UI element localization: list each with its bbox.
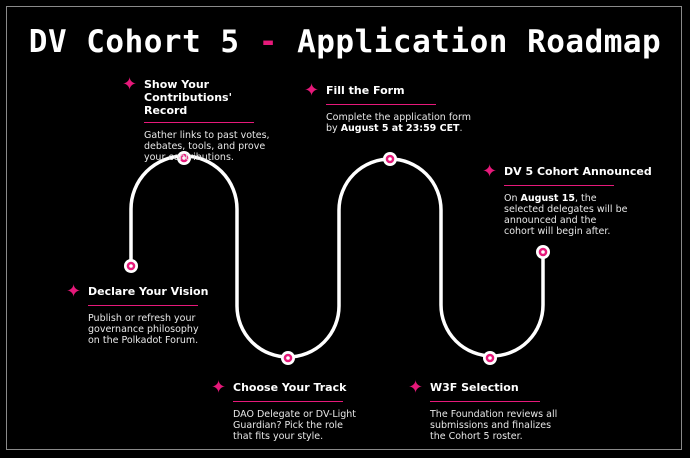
node-declare <box>124 259 138 273</box>
sparkle-icon: ✦ <box>304 80 320 101</box>
step-divider <box>88 305 198 306</box>
step-fill-form: ✦ Fill the Form Complete the application… <box>304 80 484 135</box>
step-description: DAO Delegate or DV-Light Guardian? Pick … <box>233 409 357 442</box>
title-dash: - <box>258 24 278 60</box>
sparkle-icon: ✦ <box>211 377 227 398</box>
road-line <box>129 154 545 359</box>
step-divider <box>326 104 436 105</box>
title-sub: Application Roadmap <box>297 24 662 60</box>
node-announced <box>536 245 550 259</box>
step-label: DV 5 Cohort Announced <box>504 165 652 178</box>
step-label: W3F Selection <box>430 381 519 394</box>
step-choose-track: ✦ Choose Your Track DAO Delegate or DV-L… <box>211 377 381 443</box>
step-label: Choose Your Track <box>233 381 347 394</box>
node-contributions <box>177 151 191 165</box>
step-declare-vision: ✦ Declare Your Vision Publish or refresh… <box>66 281 236 347</box>
step-description: Complete the application form by August … <box>326 112 471 134</box>
step-label: Declare Your Vision <box>88 285 209 298</box>
outer-frame <box>6 6 682 450</box>
node-selection <box>483 351 497 365</box>
title-main: DV Cohort 5 <box>28 24 240 60</box>
step-label: Show Your Contributions' Record <box>144 78 232 117</box>
step-description: Publish or refresh your governance philo… <box>88 313 199 346</box>
step-description: On August 15, the selected delegates wil… <box>504 193 628 237</box>
step-divider <box>504 185 614 186</box>
node-form <box>383 152 397 166</box>
node-track <box>281 351 295 365</box>
step-label: Fill the Form <box>326 84 405 97</box>
step-contributions-record: ✦ Show Your Contributions' Record Gather… <box>122 74 292 164</box>
page-title: DV Cohort 5 - Application Roadmap <box>0 24 690 60</box>
step-cohort-announced: ✦ DV 5 Cohort Announced On August 15, th… <box>482 161 662 238</box>
step-description: The Foundation reviews all submissions a… <box>430 409 558 442</box>
step-description: Gather links to past votes, debates, too… <box>144 130 270 163</box>
sparkle-icon: ✦ <box>66 281 82 302</box>
sparkle-icon: ✦ <box>482 161 498 182</box>
step-divider <box>144 122 254 123</box>
step-w3f-selection: ✦ W3F Selection The Foundation reviews a… <box>408 377 578 443</box>
sparkle-icon: ✦ <box>122 74 138 95</box>
sparkle-icon: ✦ <box>408 377 424 398</box>
step-divider <box>233 401 343 402</box>
step-divider <box>430 401 540 402</box>
